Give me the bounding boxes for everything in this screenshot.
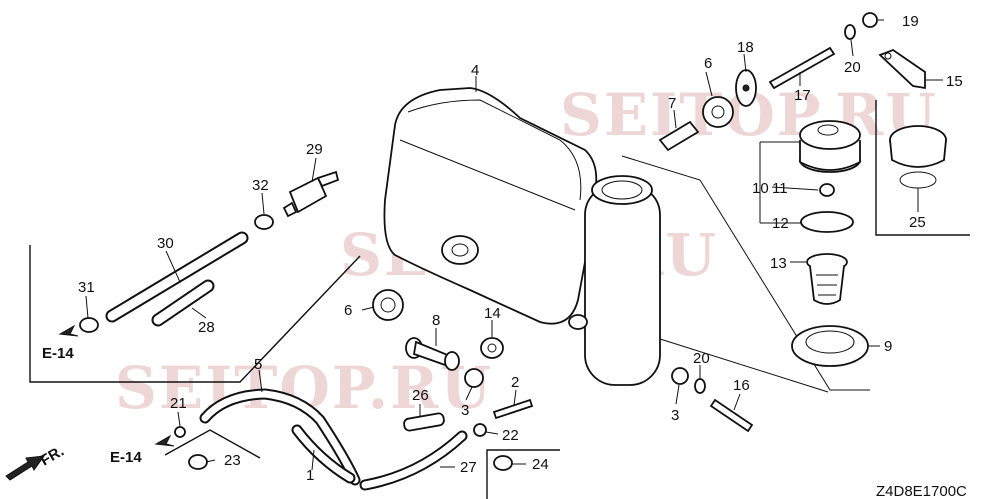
grommet-6-left — [372, 289, 404, 321]
fuel-cap-10 — [799, 120, 861, 173]
diagram-code: Z4D8E1700C — [876, 483, 967, 499]
right-bracket-frame — [875, 100, 970, 236]
grommet-14 — [480, 337, 504, 359]
label-21: 21 — [170, 395, 187, 412]
nut-3-left — [464, 368, 484, 388]
label-25: 25 — [909, 214, 926, 231]
clamp-24 — [493, 455, 513, 471]
clamp-32 — [254, 214, 274, 230]
label-24: 24 — [532, 456, 549, 473]
fuel-joint-8 — [405, 337, 460, 371]
label-10: 10 — [752, 180, 769, 197]
label-8: 8 — [432, 312, 440, 329]
filler-ring-9 — [791, 325, 869, 367]
left-bracket-frame — [29, 245, 361, 383]
stud-bolt-17 — [768, 46, 836, 90]
label-20-top: 20 — [844, 59, 861, 76]
label-16: 16 — [733, 377, 750, 394]
label-6-top: 6 — [704, 55, 712, 72]
label-31: 31 — [78, 279, 95, 296]
label-9: 9 — [884, 338, 892, 355]
clamp-23 — [188, 454, 208, 470]
nut-3-right — [671, 367, 689, 385]
grommet-6-top — [702, 96, 734, 128]
label-28: 28 — [198, 319, 215, 336]
label-23: 23 — [224, 452, 241, 469]
label-17: 17 — [794, 87, 811, 104]
inline-filter-29 — [282, 170, 340, 218]
fuel-cap-25 — [889, 125, 947, 189]
fuel-hose-1 — [291, 424, 356, 484]
label-26: 26 — [412, 387, 429, 404]
fuel-tank — [383, 87, 661, 386]
front-label: FR. — [38, 443, 67, 470]
clamp-31 — [79, 317, 99, 333]
part-labels: 1 2 3 3 4 5 6 6 7 8 9 10 11 12 13 14 15 … — [78, 13, 963, 484]
fuel-filter-13 — [806, 253, 848, 305]
label-22: 22 — [502, 427, 519, 444]
bracket-15 — [878, 48, 926, 90]
bottom-detail-frame-24 — [486, 449, 560, 499]
e14-arrow-top — [58, 324, 79, 337]
label-7: 7 — [668, 95, 676, 112]
label-18: 18 — [737, 39, 754, 56]
fuel-hose-5 — [199, 388, 361, 486]
label-3-left: 3 — [461, 402, 469, 419]
leader-lines — [85, 19, 943, 471]
plate-26 — [403, 412, 445, 432]
clip-22 — [473, 423, 487, 437]
label-11: 11 — [772, 180, 788, 197]
label-12: 12 — [772, 215, 789, 232]
bottom-detail-frame-23 — [164, 429, 261, 459]
fuel-hose-27 — [359, 430, 468, 491]
label-5: 5 — [254, 356, 262, 373]
fuel-tube-30 — [105, 231, 249, 323]
front-direction-arrow — [5, 455, 46, 481]
label-13: 13 — [770, 255, 787, 272]
label-1: 1 — [306, 467, 314, 484]
label-6-left: 6 — [344, 302, 352, 319]
washer-18 — [735, 69, 757, 107]
label-19: 19 — [902, 13, 919, 30]
spacer-tube-7 — [658, 120, 700, 152]
clip-21 — [174, 426, 186, 438]
label-3-right: 3 — [671, 407, 679, 424]
washer-20-bottom — [694, 378, 706, 394]
e14-ref-top: E-14 — [42, 345, 74, 362]
label-27: 27 — [460, 459, 477, 476]
label-15: 15 — [946, 73, 963, 90]
e14-ref-bottom: E-14 — [110, 449, 142, 466]
label-30: 30 — [157, 235, 174, 252]
e14-arrow-bottom — [154, 434, 175, 447]
screw-2 — [492, 398, 534, 420]
cap-seal-12 — [800, 211, 854, 233]
label-29: 29 — [306, 141, 323, 158]
label-14: 14 — [484, 305, 501, 322]
label-2: 2 — [511, 374, 519, 391]
washer-20-top — [844, 24, 856, 40]
label-4: 4 — [471, 62, 479, 79]
cap-insert-11 — [819, 183, 835, 197]
label-20-bottom: 20 — [693, 350, 710, 367]
bolt-16 — [709, 398, 754, 433]
label-32: 32 — [252, 177, 269, 194]
fuel-tube-28 — [151, 279, 215, 327]
nut-19 — [862, 12, 878, 28]
